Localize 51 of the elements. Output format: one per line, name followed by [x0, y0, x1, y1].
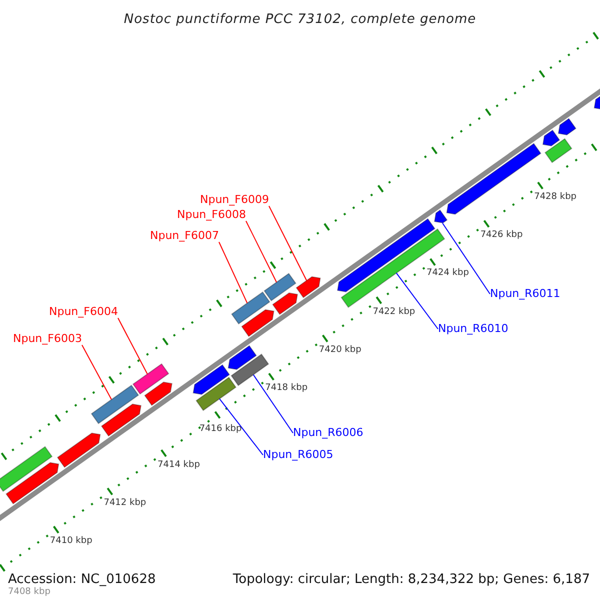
leader-line [396, 272, 438, 330]
gene-feature [264, 272, 296, 302]
gene-label: Npun_F6003 [13, 333, 82, 345]
gene-label: Npun_F6009 [200, 194, 269, 206]
gene-feature [192, 364, 230, 395]
scale-label: 7428 kbp [534, 192, 577, 202]
gene-label: Npun_F6004 [49, 306, 118, 318]
scale-label: 7416 kbp [199, 424, 242, 434]
gene-feature [228, 345, 257, 370]
title: Nostoc punctiforme PCC 73102, complete genome [122, 11, 478, 29]
gene-feature [6, 462, 60, 504]
scale-label: 7410 kbp [50, 536, 92, 546]
gene-label: Npun_F6007 [150, 230, 219, 242]
scale-label: 7418 kbp [265, 383, 308, 394]
gene-feature [100, 404, 142, 437]
scale-label: 7426 kbp [480, 230, 523, 240]
leader-line [252, 374, 294, 434]
leader-line [268, 206, 308, 281]
gene-feature [0, 446, 53, 492]
leader-line [245, 220, 278, 283]
leader-line [117, 318, 148, 375]
leader-line [81, 344, 112, 400]
gene-feature [272, 292, 298, 315]
gene-feature [434, 209, 448, 224]
gene-label: Npun_R6011 [490, 288, 560, 300]
gene-feature [544, 138, 572, 164]
gene-feature [542, 130, 560, 146]
gene-feature [56, 432, 101, 468]
gene-label: Npun_R6010 [438, 323, 508, 335]
scale-label: 7422 kbp [372, 306, 416, 317]
gene-feature [90, 384, 140, 424]
leader-line [442, 222, 490, 294]
gene-feature [196, 376, 237, 412]
scale-label: 7424 kbp [426, 268, 469, 278]
gene-feature [231, 291, 270, 325]
gene-feature [132, 363, 170, 395]
gene-feature [296, 276, 321, 298]
gene-label: Npun_R6005 [263, 449, 334, 461]
scale-label: 7414 kbp [158, 460, 200, 470]
scale-label: 7420 kbp [318, 344, 362, 355]
gene-feature [144, 382, 172, 406]
gene-label: Npun_F6008 [177, 209, 246, 221]
info-text: Topology: circular; Length: 8,234,322 bp; Genes: 6,187 [232, 572, 590, 587]
scale-label: 7408 kbp [8, 587, 50, 597]
gene-feature [241, 309, 274, 338]
scale-label: 7412 kbp [104, 498, 146, 508]
gene-feature [558, 118, 576, 136]
leader-line [218, 242, 248, 304]
gene-label: Npun_R6006 [293, 427, 364, 439]
info-text: Accession: NC_010628 [8, 572, 156, 587]
leader-line [219, 398, 264, 456]
